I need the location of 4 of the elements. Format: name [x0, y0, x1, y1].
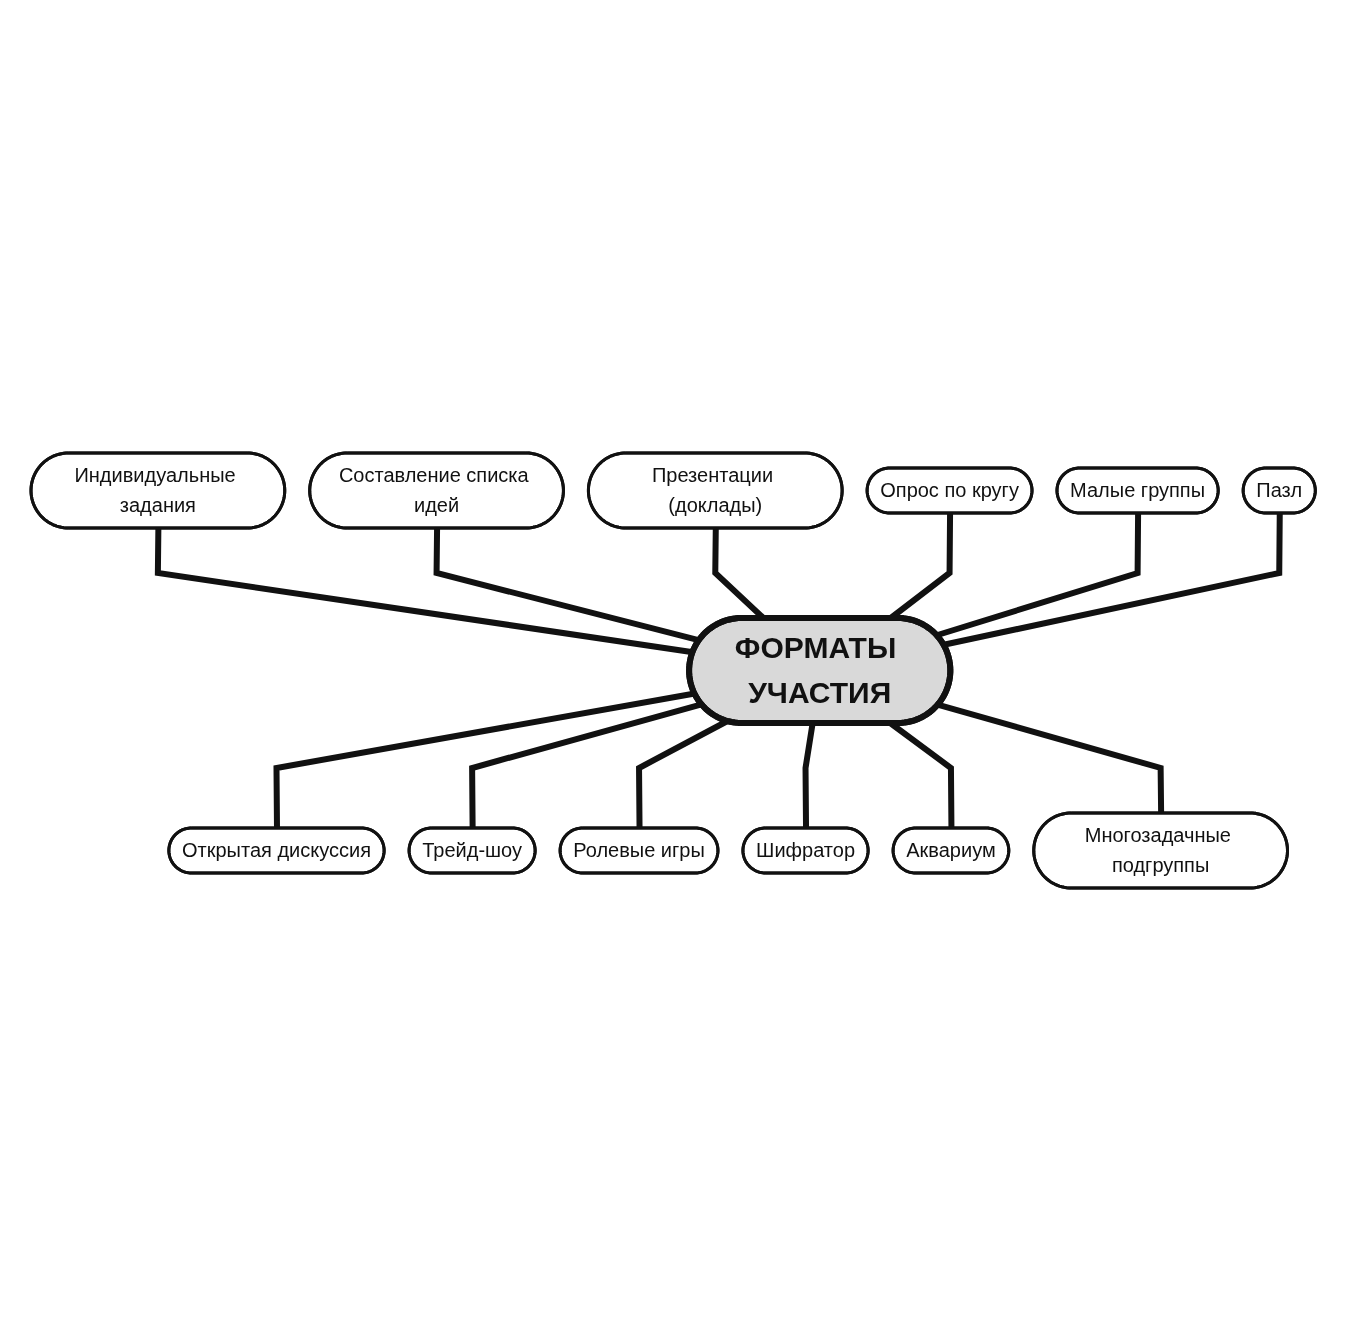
connector — [935, 513, 1141, 639]
connector — [802, 723, 816, 829]
connector — [937, 701, 1164, 814]
connector — [943, 513, 1283, 648]
